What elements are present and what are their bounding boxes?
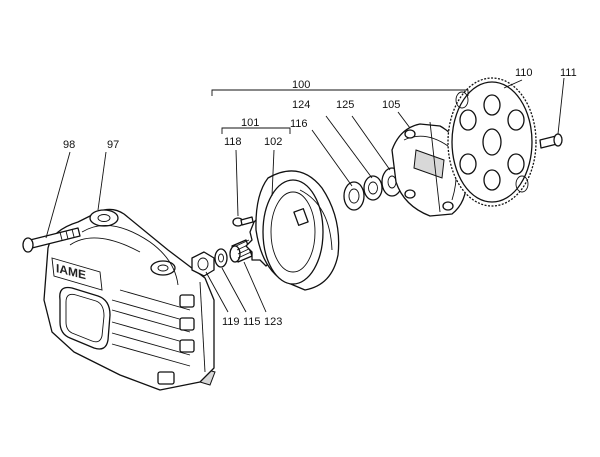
callout-labels: 98 97 100 101 118 102 116 124 125 105 11…	[63, 67, 577, 328]
callout-124: 124	[292, 99, 310, 111]
callout-118: 118	[224, 136, 242, 148]
callout-101: 101	[241, 117, 259, 129]
gear-110	[447, 77, 537, 207]
callout-111: 111	[560, 67, 577, 79]
callout-116: 116	[290, 118, 308, 130]
bolt-111	[539, 133, 563, 149]
screw-118	[232, 216, 254, 227]
crankcase-cover-97: IAME	[43, 208, 216, 391]
washer-124	[363, 175, 383, 201]
nut-119	[191, 251, 215, 277]
callout-115: 115	[243, 316, 261, 328]
callout-119: 119	[222, 316, 240, 328]
callout-98: 98	[63, 139, 75, 151]
clutch-drum-102	[255, 170, 340, 291]
washer-115	[214, 248, 228, 268]
washer-116	[343, 181, 365, 211]
bolt-98	[22, 227, 81, 253]
callout-123: 123	[264, 316, 282, 328]
callout-102: 102	[264, 136, 282, 148]
callout-110: 110	[515, 67, 533, 79]
callout-105: 105	[382, 99, 400, 111]
callout-125: 125	[336, 99, 354, 111]
callout-100: 100	[292, 79, 310, 91]
callout-97: 97	[107, 139, 119, 151]
leader-lines	[45, 77, 565, 313]
